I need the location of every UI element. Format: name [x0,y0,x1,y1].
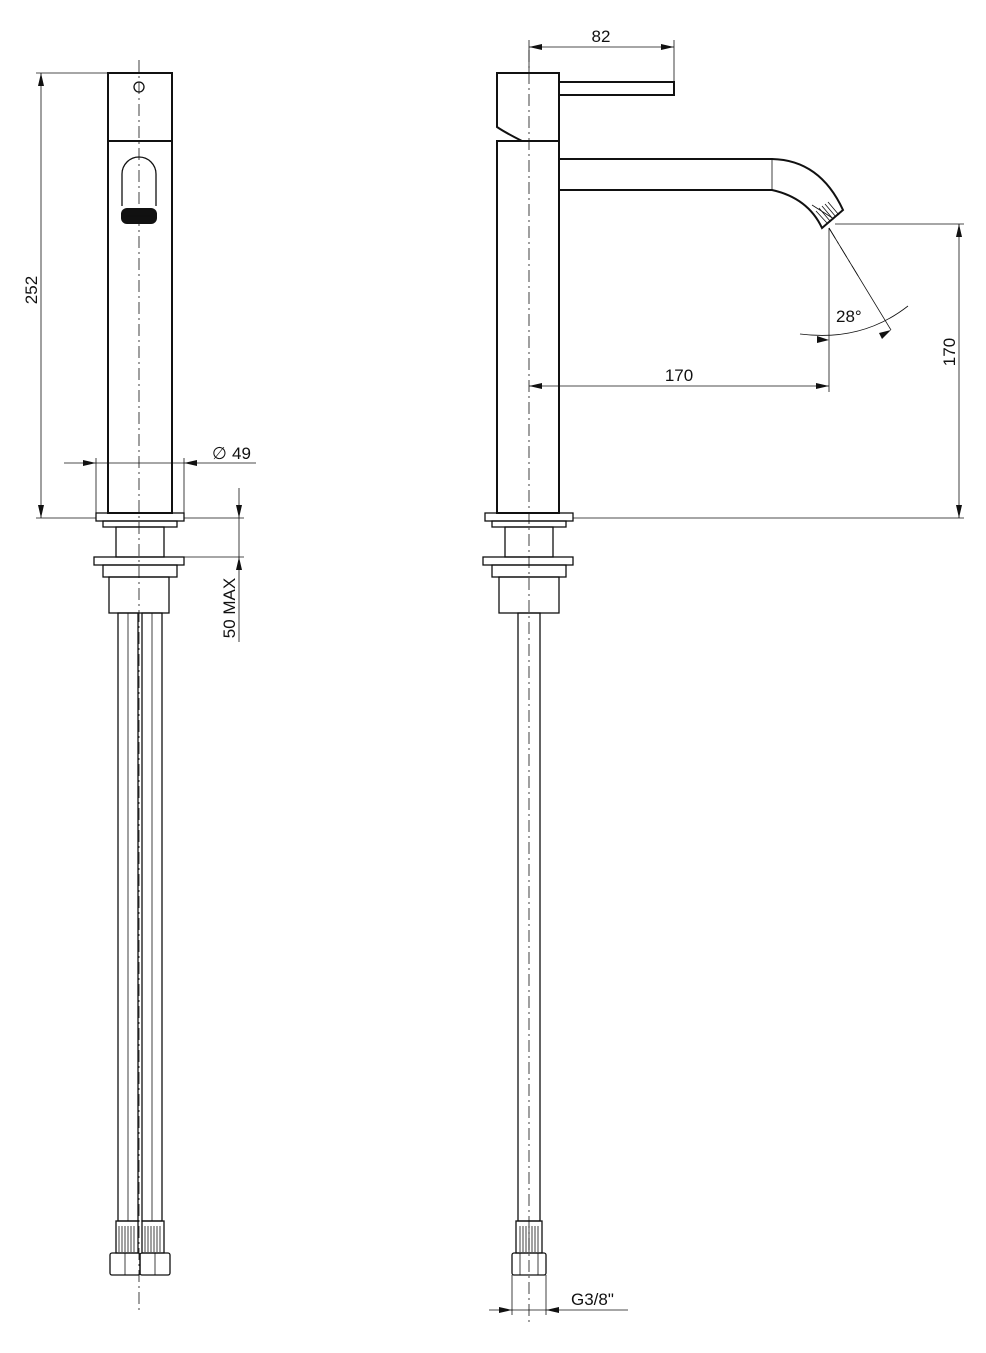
dim-lever-reach-label: 82 [592,27,611,46]
front-shank [115,526,165,558]
dim-diameter-symbol: ∅ [212,444,227,463]
dim-spout-angle: 28° [799,227,909,343]
side-washer [482,556,574,566]
side-handle-head [496,72,560,142]
side-spout [559,158,845,230]
dim-spout-reach-label: 170 [665,366,693,385]
front-body [107,140,173,514]
dim-height-total-label: 252 [22,276,41,304]
dim-hose-thread-label: G3/8" [571,1290,614,1309]
dim-hose-thread: G3/8" [489,1275,628,1315]
side-aerator [815,201,840,224]
dim-spout-height: 170 [573,223,964,519]
front-base-ring [102,520,178,528]
dim-spout-height-label: 170 [940,338,959,366]
front-spout-outlet [121,156,157,206]
front-nut-body [108,576,170,614]
side-view: 82 170 170 28° [482,27,964,1322]
front-nut [102,564,178,578]
front-base-flange [95,512,185,522]
side-lever [558,81,675,96]
dim-height-total: 252 [22,72,108,519]
dim-diameter-label: 49 [232,444,251,463]
dim-diameter: ∅ 49 [64,444,256,513]
dim-spout-reach: 170 [529,228,830,392]
front-view: 252 ∅ 49 50 MAX [22,60,256,1310]
side-hex-nut [511,1252,547,1276]
front-handle-dot [133,81,145,93]
dim-spout-angle-label: 28° [836,307,862,326]
dim-deck-thickness: 50 MAX [184,488,244,642]
dim-deck-thickness-label: 50 MAX [220,578,239,638]
side-body [496,140,560,514]
dim-lever-reach: 82 [528,27,675,82]
front-handle-head [107,72,173,142]
